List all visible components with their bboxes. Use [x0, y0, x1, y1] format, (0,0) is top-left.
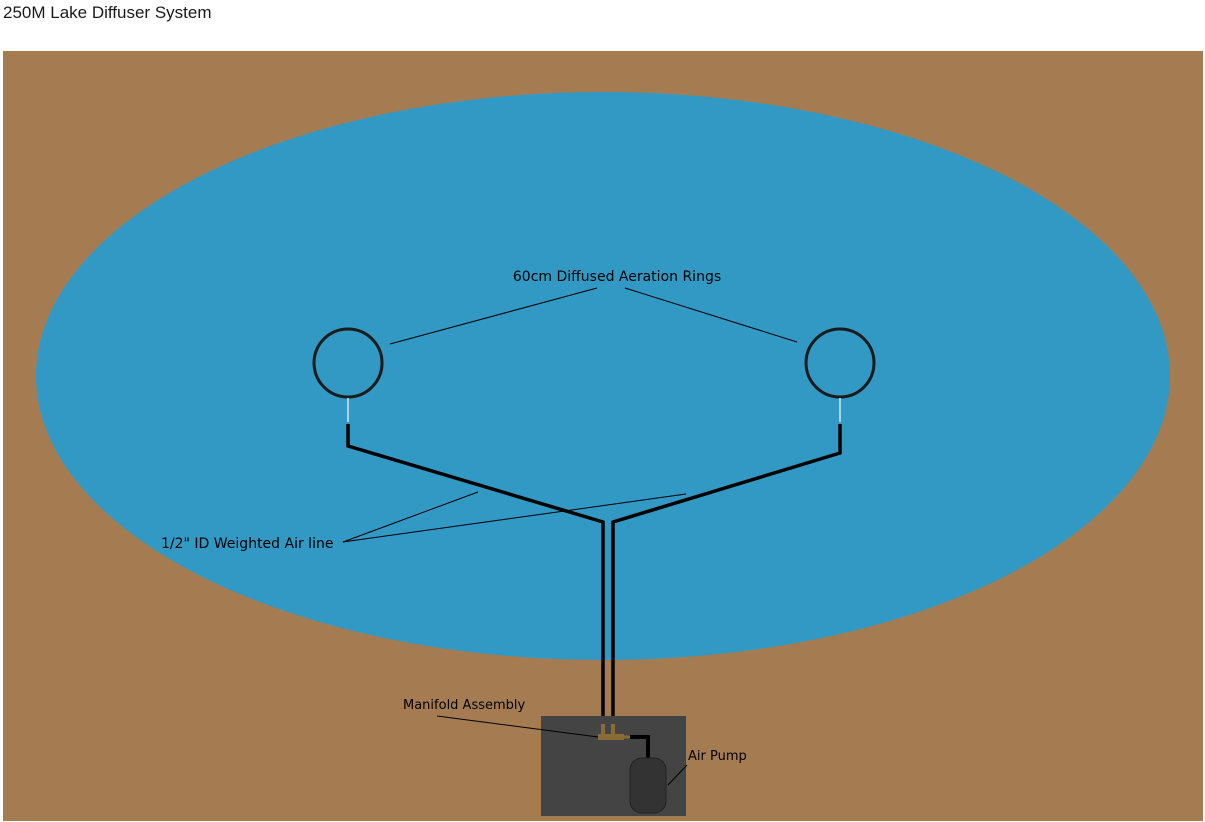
air-pump — [629, 757, 667, 814]
manifold-leader — [436, 715, 599, 738]
manifold-block — [598, 734, 624, 740]
air-line-left — [346, 424, 605, 724]
manifold-port-right — [611, 724, 615, 734]
rings-label: 60cm Diffused Aeration Rings — [513, 269, 721, 285]
air-line-label: 1/2" ID Weighted Air line — [161, 536, 333, 552]
aeration-ring-right — [804, 327, 876, 399]
rings-leader-left — [389, 287, 598, 345]
manifold-port-left — [601, 724, 605, 734]
air-line-right — [611, 424, 842, 724]
manifold-label: Manifold Assembly — [403, 698, 526, 713]
page-title: 250M Lake Diffuser System — [3, 3, 212, 22]
pump-hose — [630, 735, 650, 760]
pump-leader — [667, 764, 688, 786]
pump-label: Air Pump — [688, 749, 747, 764]
air-line-leader-1 — [342, 491, 479, 543]
lake — [36, 92, 1170, 660]
rings-leader-right — [624, 287, 798, 343]
aeration-ring-left — [312, 327, 384, 399]
air-line-leader-2 — [342, 493, 687, 543]
